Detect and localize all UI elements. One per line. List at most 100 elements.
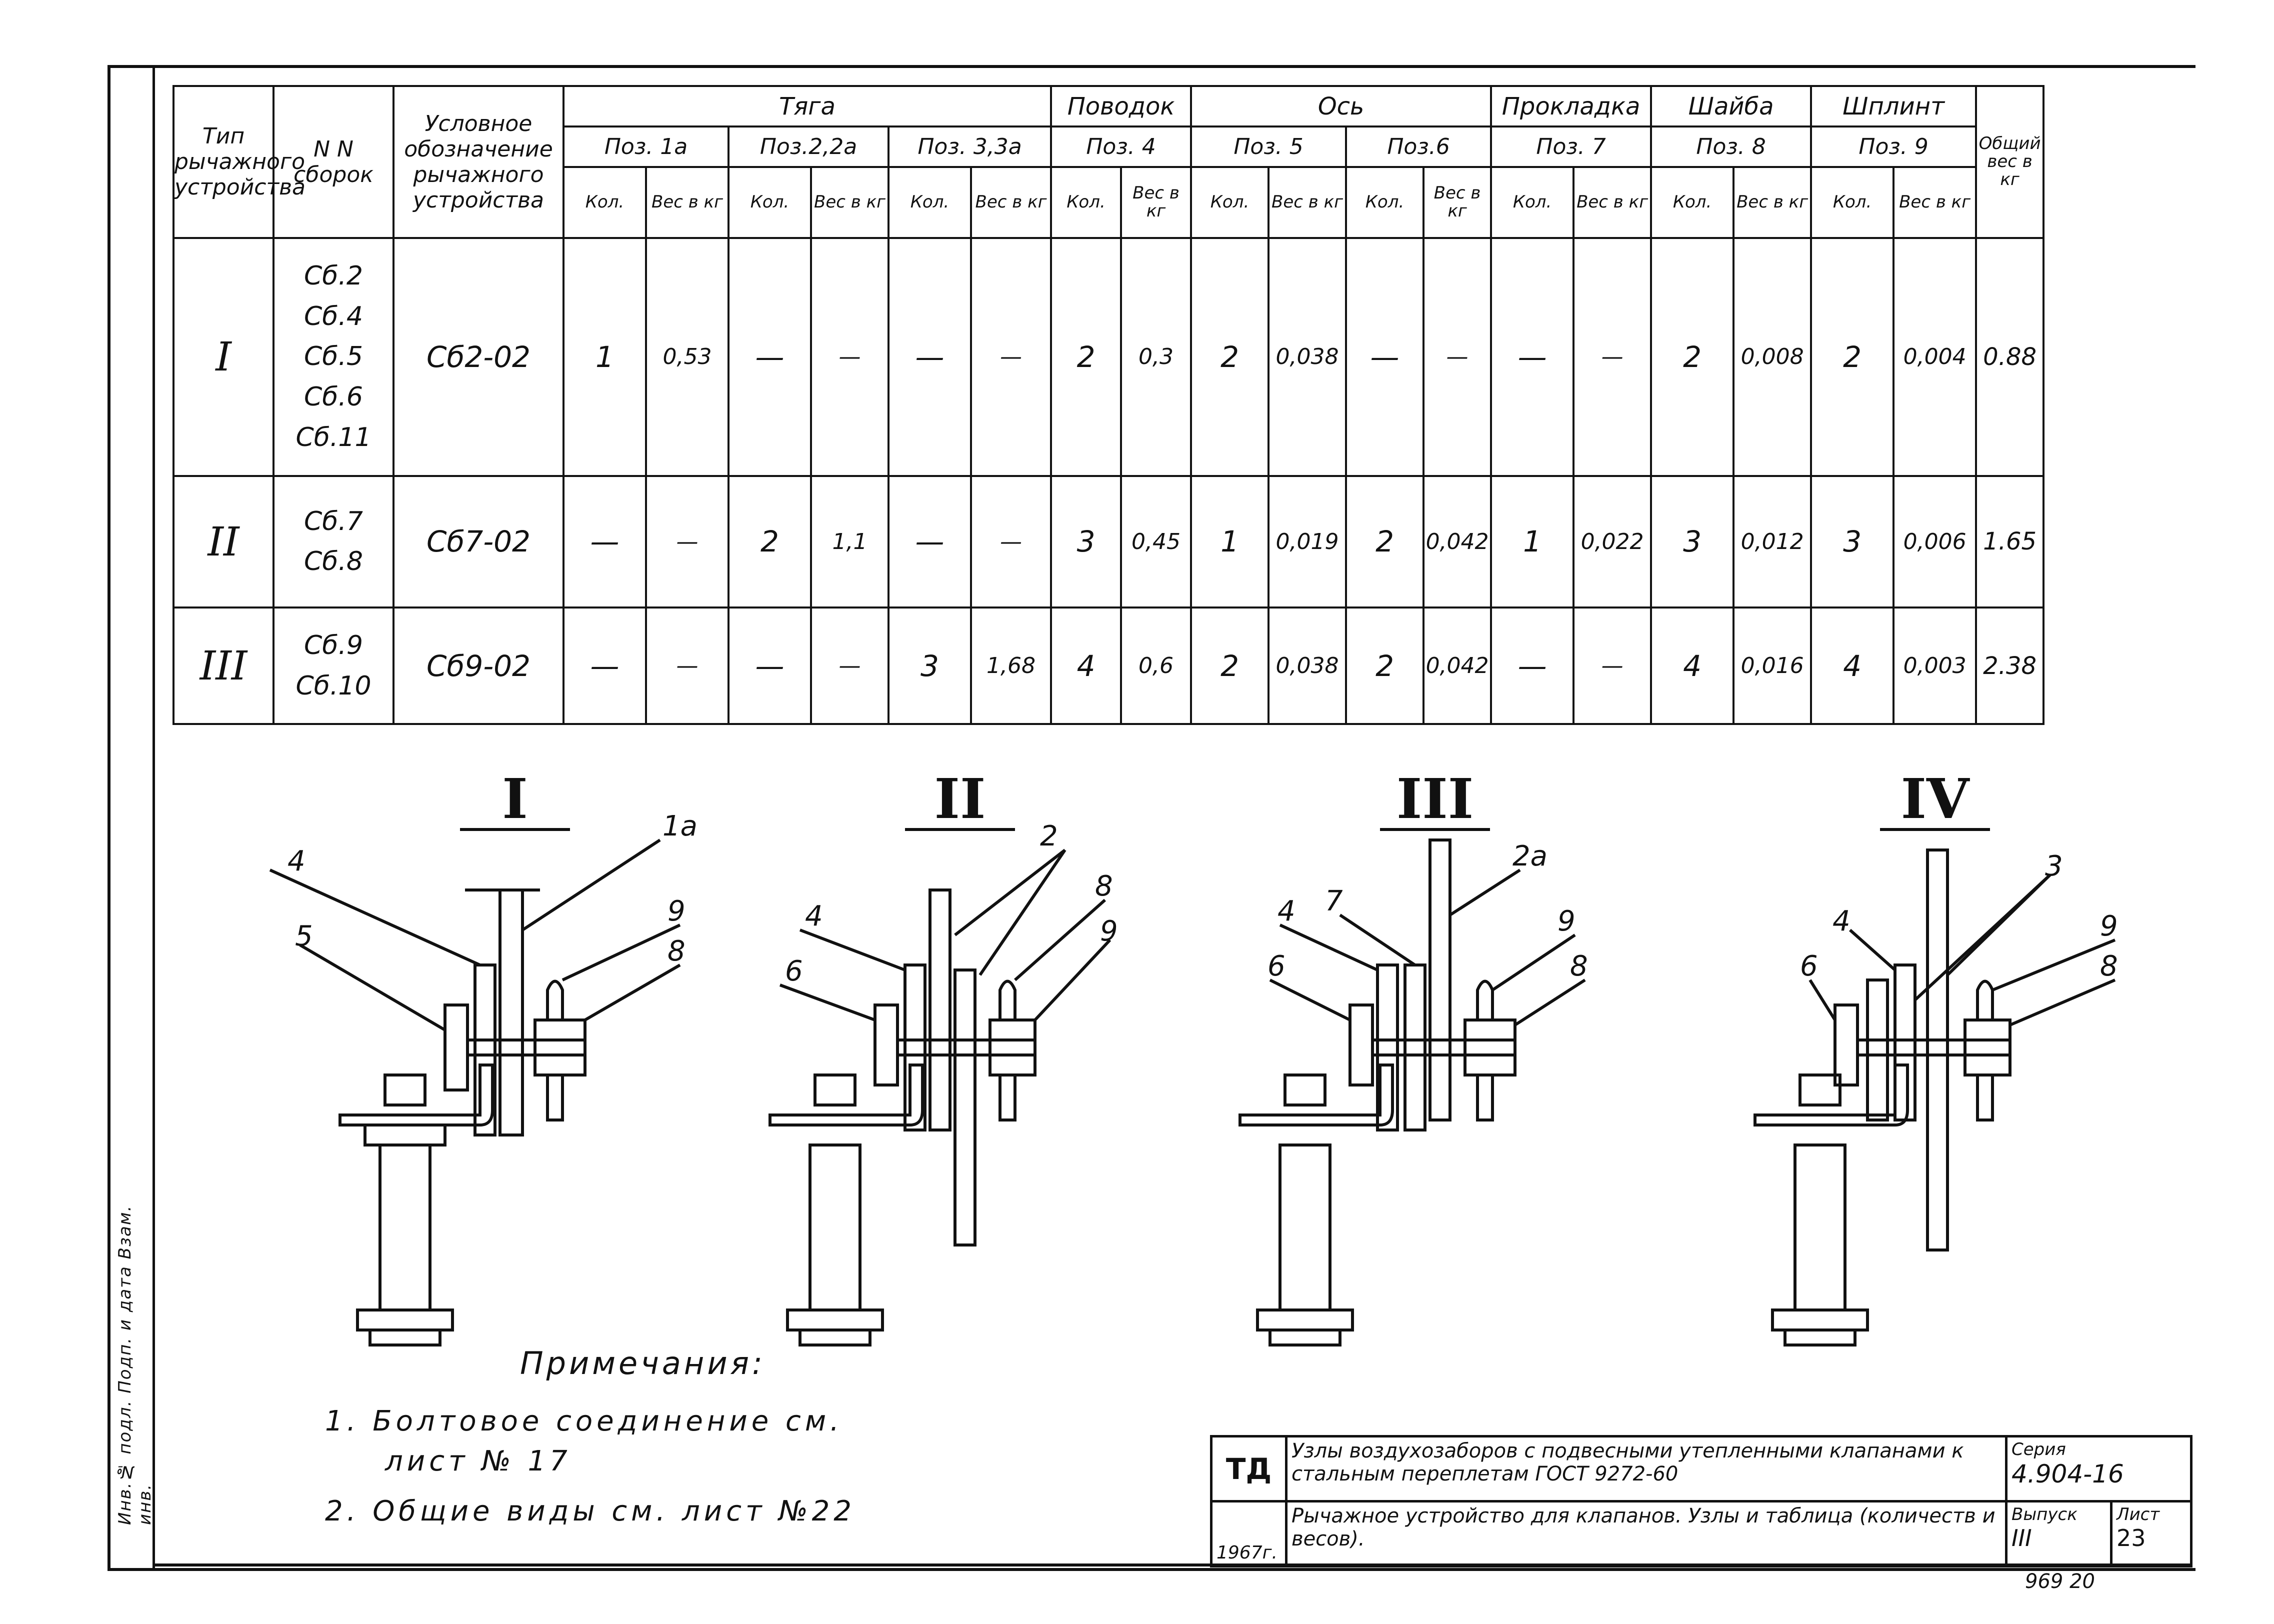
- ves-header: Вес в кг: [970, 166, 1052, 239]
- note-2: 2. Общие виды см. лист №22: [325, 1495, 856, 1528]
- value-cell: 0,006: [1892, 474, 1978, 609]
- assembly-item: Сб.5: [304, 342, 363, 372]
- note-1-cont: лист № 17: [385, 1445, 572, 1478]
- value-cell: 2: [1190, 236, 1270, 477]
- value-cell: 1: [1490, 474, 1575, 609]
- value-cell: —: [645, 474, 730, 609]
- pos-header: Поз. 3,3а: [887, 126, 1052, 168]
- value-cell: 0,038: [1268, 236, 1348, 477]
- group-shaiba: Шайба: [1650, 84, 1812, 128]
- value-cell: 3: [1810, 474, 1895, 609]
- callout: 4: [805, 900, 823, 932]
- callout: 4: [1832, 905, 1850, 938]
- sheet-number: 23: [2116, 1524, 2146, 1552]
- value-cell: 0,042: [1422, 606, 1492, 725]
- value-cell: 0,042: [1422, 474, 1492, 609]
- specification-table: Тип рычажного устройства N N сборок Усло…: [172, 84, 2045, 725]
- node-4-label: IV: [1880, 770, 1990, 831]
- assembly-item: Сб.10: [296, 670, 372, 701]
- title-block-subject: Рычажное устройство для клапанов. Узлы и…: [1285, 1500, 2008, 1568]
- callout: 6: [1268, 950, 1286, 982]
- pos-header: Поз. 9: [1810, 126, 1978, 168]
- assembly-item: Сб.9: [304, 630, 363, 660]
- node-1-drawing: [269, 838, 681, 1346]
- assembly-item: Сб.6: [304, 382, 363, 412]
- kol-header: Кол.: [1345, 166, 1425, 239]
- issue-cell: Выпуск III: [2005, 1500, 2112, 1568]
- archive-number: 969 20: [2025, 1570, 2095, 1593]
- type-cell: III: [172, 606, 274, 725]
- issue-label: Выпуск: [2012, 1504, 2078, 1524]
- value-cell: —: [645, 606, 730, 725]
- callout: 9: [1100, 915, 1118, 948]
- value-cell: —: [562, 606, 647, 725]
- callout: 9: [2100, 910, 2118, 942]
- assembly-item: Сб.11: [296, 422, 372, 452]
- notes-title: Примечания:: [520, 1345, 766, 1382]
- value-cell: —: [970, 236, 1052, 477]
- callout: 4: [288, 845, 306, 878]
- value-cell: 2: [1345, 606, 1425, 725]
- group-shplint: Шплинт: [1810, 84, 1978, 128]
- pos-header: Поз.6: [1345, 126, 1492, 168]
- callout: 8: [1570, 950, 1588, 982]
- value-cell: 4: [1810, 606, 1895, 725]
- pos-header: Поз. 5: [1190, 126, 1348, 168]
- value-cell: —: [1572, 236, 1652, 477]
- series-label: Серия: [2012, 1440, 2066, 1460]
- node-3-label: III: [1380, 770, 1490, 831]
- value-cell: 2: [1810, 236, 1895, 477]
- pos-header: Поз. 4: [1050, 126, 1192, 168]
- callout: 8: [2100, 950, 2118, 982]
- group-tyaga: Тяга: [562, 84, 1052, 128]
- value-cell: —: [1490, 606, 1575, 725]
- ves-header: Вес в кг: [1422, 166, 1492, 239]
- value-cell: 4: [1050, 606, 1122, 725]
- kol-header: Кол.: [888, 166, 972, 239]
- value-cell: 1: [562, 236, 647, 477]
- value-cell: 3: [888, 606, 972, 725]
- node-1-label: I: [460, 770, 570, 831]
- issue-number: III: [2012, 1524, 2032, 1552]
- pos-header: Поз. 1а: [562, 126, 730, 168]
- ves-header: Вес в кг: [645, 166, 730, 239]
- type-cell: I: [172, 236, 274, 477]
- col-total-header: Общий вес в кг: [1975, 85, 2045, 239]
- total-cell: 0.88: [1975, 236, 2045, 477]
- kol-header: Кол.: [1190, 166, 1270, 239]
- title-block-title: Узлы воздухозаборов с подвесными утеплен…: [1285, 1435, 2008, 1502]
- node-3-drawing: [1238, 838, 1586, 1346]
- title-block: ТД Узлы воздухозаборов с подвесными утеп…: [1210, 1435, 2192, 1568]
- value-cell: 0,022: [1572, 474, 1652, 609]
- value-cell: 3: [1050, 474, 1122, 609]
- col-designation-header: Условное обозначение рычажного устройств…: [392, 85, 564, 239]
- value-cell: 0,008: [1732, 236, 1812, 477]
- callout: 3: [2045, 850, 2063, 882]
- callout: 5: [295, 920, 313, 952]
- value-cell: 0,6: [1120, 606, 1192, 725]
- value-cell: 1,68: [970, 606, 1052, 725]
- series-number: 4.904-16: [2012, 1460, 2124, 1488]
- kol-header: Кол.: [728, 166, 812, 239]
- title-block-year: 1967г.: [1210, 1500, 1288, 1568]
- ves-header: Вес в кг: [1572, 166, 1652, 239]
- callout: 4: [1278, 895, 1296, 928]
- callout: 7: [1325, 885, 1343, 918]
- assembly-item: Сб.4: [304, 301, 363, 332]
- value-cell: —: [970, 474, 1052, 609]
- value-cell: 2: [1190, 606, 1270, 725]
- assembly-item: Сб.2: [304, 261, 363, 292]
- designation-cell: Сб9-02: [392, 606, 564, 725]
- sheet-cell: Лист 23: [2110, 1500, 2192, 1568]
- pos-header: Поз. 8: [1650, 126, 1812, 168]
- value-cell: —: [728, 236, 812, 477]
- value-cell: —: [888, 474, 972, 609]
- kol-header: Кол.: [1650, 166, 1735, 239]
- group-os: Ось: [1190, 84, 1492, 128]
- group-povodok: Поводок: [1050, 84, 1192, 128]
- designation-cell: Сб2-02: [392, 236, 564, 477]
